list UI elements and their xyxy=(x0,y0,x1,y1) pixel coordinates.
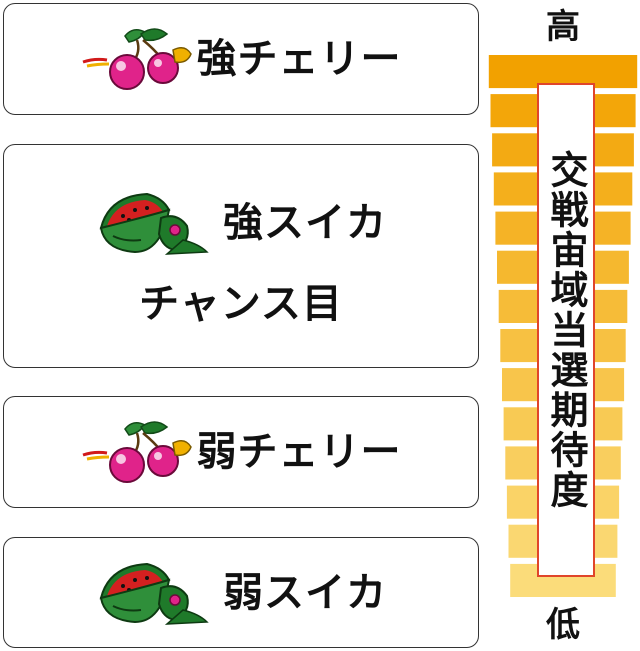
strong-cherry-label: 強チェリー xyxy=(196,36,402,82)
strong-cherry-row: 強チェリー xyxy=(81,24,402,94)
watermelon-icon xyxy=(99,192,209,255)
strong-watermelon-label: 強スイカ xyxy=(223,200,387,246)
meter-stripe xyxy=(488,55,638,89)
strong-watermelon-box: 強スイカ チャンス目 xyxy=(3,144,479,368)
cherry-icon xyxy=(82,28,192,90)
weak-cherry-row: 弱チェリー xyxy=(81,417,402,487)
weak-watermelon-box: 弱スイカ xyxy=(3,537,479,648)
strong-cherry-box: 強チェリー xyxy=(3,3,479,115)
strong-watermelon-row: 強スイカ xyxy=(95,188,387,258)
weak-watermelon-row: 弱スイカ xyxy=(95,558,387,628)
meter-title: 交戦宙域当選期待度 xyxy=(544,150,588,510)
meter-graphic xyxy=(488,55,638,597)
weak-cherry-box: 弱チェリー xyxy=(3,396,479,508)
meter-title-panel xyxy=(537,83,595,577)
watermelon-icon xyxy=(99,562,209,625)
meter-title-wrap: 交戦宙域当選期待度 xyxy=(538,84,594,576)
cherry-icon xyxy=(82,421,192,483)
weak-cherry-label: 弱チェリー xyxy=(196,429,402,475)
weak-watermelon-label: 弱スイカ xyxy=(223,569,387,616)
expectation-meter: 高 交戦宙域当選期待度 低 xyxy=(486,0,640,651)
meter-low-label: 低 xyxy=(546,605,580,645)
meter-high-label: 高 xyxy=(546,7,580,47)
chance-symbol-label: チャンス目 xyxy=(139,281,343,327)
